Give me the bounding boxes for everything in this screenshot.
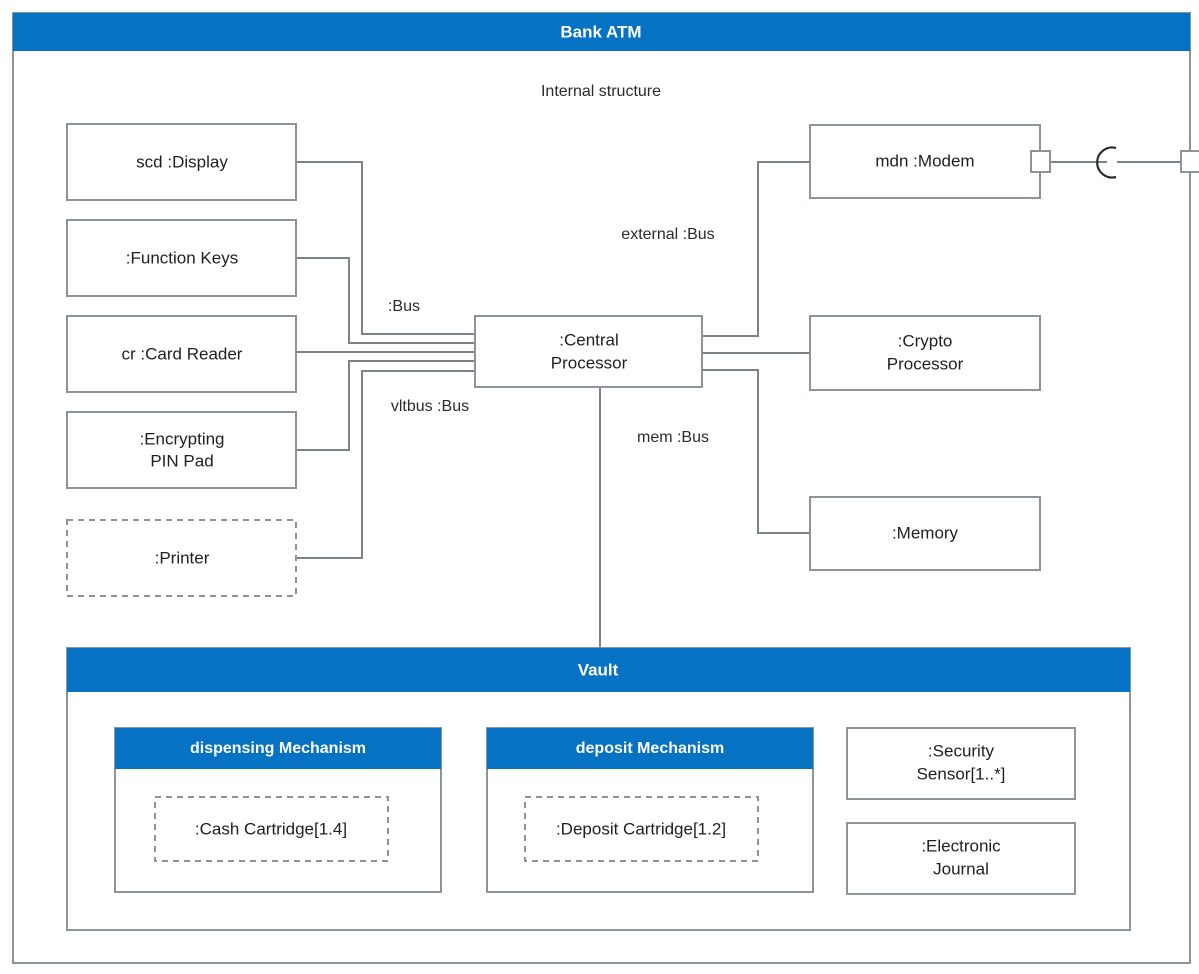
- part-crypto-processor-label-line1: :Crypto: [898, 331, 953, 350]
- part-security-sensor-label-line2: Sensor[1..*]: [917, 764, 1006, 783]
- vault-header: [67, 648, 1130, 692]
- internal-structure-note: Internal structure: [541, 83, 661, 100]
- connector-function-keys-to-cpu: [296, 257, 475, 344]
- part-encrypting-pin-pad[interactable]: :Encrypting PIN Pad: [66, 411, 297, 489]
- part-memory[interactable]: :Memory: [809, 496, 1041, 571]
- part-encrypting-pin-pad-box[interactable]: [66, 411, 297, 489]
- required-interface-socket-icon: [1096, 146, 1117, 179]
- part-display[interactable]: scd :Display: [66, 123, 297, 201]
- connector-cpu-to-modem: [702, 161, 810, 337]
- connector-printer-to-cpu: [296, 370, 475, 559]
- part-modem-label: mdn :Modem: [875, 151, 974, 170]
- deposit-mechanism-header: [487, 728, 813, 769]
- part-function-keys-box[interactable]: [66, 219, 297, 297]
- part-security-sensor-label-line1: :Security: [928, 741, 995, 760]
- part-electronic-journal-label-line1: :Electronic: [921, 836, 1001, 855]
- part-memory-label: :Memory: [892, 523, 959, 542]
- part-modem[interactable]: mdn :Modem: [809, 124, 1051, 199]
- connector-label-layer: :Bus vltbus :Bus external :Bus mem :Bus: [388, 226, 715, 446]
- part-modem-box[interactable]: [809, 124, 1041, 199]
- connector-label-mem-bus: mem :Bus: [637, 429, 709, 446]
- part-deposit-cartridge-label: :Deposit Cartridge[1.2]: [556, 819, 726, 838]
- part-memory-box[interactable]: [809, 496, 1041, 571]
- bank-atm-header: [13, 13, 1190, 51]
- boundary-port-icon[interactable]: [1180, 150, 1199, 173]
- part-electronic-journal-label-line2: Journal: [933, 859, 989, 878]
- dispensing-mechanism-title: dispensing Mechanism: [190, 740, 366, 757]
- part-card-reader-label: cr :Card Reader: [122, 344, 243, 363]
- part-cash-cartridge-label: :Cash Cartridge[1.4]: [195, 819, 347, 838]
- part-crypto-processor-label-line2: Processor: [887, 354, 964, 373]
- part-crypto-processor[interactable]: :Crypto Processor: [809, 315, 1041, 391]
- vault-mechanism-deposit[interactable]: deposit Mechanism :Deposit Cartridge[1.2…: [486, 727, 814, 893]
- connector-display-to-cpu: [296, 161, 475, 335]
- part-display-label: scd :Display: [136, 152, 228, 171]
- part-function-keys-label: :Function Keys: [126, 248, 238, 267]
- modem-port-icon[interactable]: [1030, 150, 1051, 173]
- part-electronic-journal[interactable]: :Electronic Journal: [846, 822, 1076, 895]
- connector-layer: [296, 161, 1181, 648]
- part-security-sensor-box[interactable]: [846, 727, 1076, 800]
- part-printer-box[interactable]: [66, 519, 297, 597]
- part-central-processor-label-line2: Processor: [551, 353, 628, 372]
- dispensing-mechanism-header: [115, 728, 441, 769]
- vault-title: Vault: [578, 660, 619, 679]
- connector-label-external-bus: external :Bus: [621, 226, 714, 243]
- vault-mechanism-dispensing[interactable]: dispensing Mechanism :Cash Cartridge[1.4…: [114, 727, 442, 893]
- part-crypto-processor-box[interactable]: [809, 315, 1041, 391]
- part-encrypting-pin-pad-label-line2: PIN Pad: [150, 451, 213, 470]
- part-central-processor-label-line1: :Central: [559, 330, 619, 349]
- part-printer-label: :Printer: [155, 548, 210, 567]
- connector-pinpad-to-cpu: [296, 360, 475, 451]
- bank-atm-title: Bank ATM: [560, 22, 641, 41]
- socket-arc: [1096, 146, 1117, 179]
- part-function-keys[interactable]: :Function Keys: [66, 219, 297, 297]
- part-card-reader-box[interactable]: [66, 315, 297, 393]
- part-card-reader[interactable]: cr :Card Reader: [66, 315, 297, 393]
- part-electronic-journal-box[interactable]: [846, 822, 1076, 895]
- part-central-processor-box[interactable]: [474, 315, 703, 388]
- connector-label-bus: :Bus: [388, 298, 420, 315]
- part-central-processor[interactable]: :Central Processor: [474, 315, 703, 388]
- part-deposit-cartridge-box[interactable]: [524, 796, 759, 862]
- part-encrypting-pin-pad-label-line1: :Encrypting: [139, 429, 224, 448]
- part-display-box[interactable]: [66, 123, 297, 201]
- part-security-sensor[interactable]: :Security Sensor[1..*]: [846, 727, 1076, 800]
- deposit-mechanism-title: deposit Mechanism: [576, 740, 724, 757]
- part-cash-cartridge-box[interactable]: [154, 796, 389, 862]
- part-printer[interactable]: :Printer: [66, 519, 297, 597]
- vault-container[interactable]: Vault dispensing Mechanism :Cash Cartrid…: [66, 647, 1131, 931]
- connector-cpu-to-memory: [702, 369, 810, 534]
- connector-label-vltbus: vltbus :Bus: [391, 398, 469, 415]
